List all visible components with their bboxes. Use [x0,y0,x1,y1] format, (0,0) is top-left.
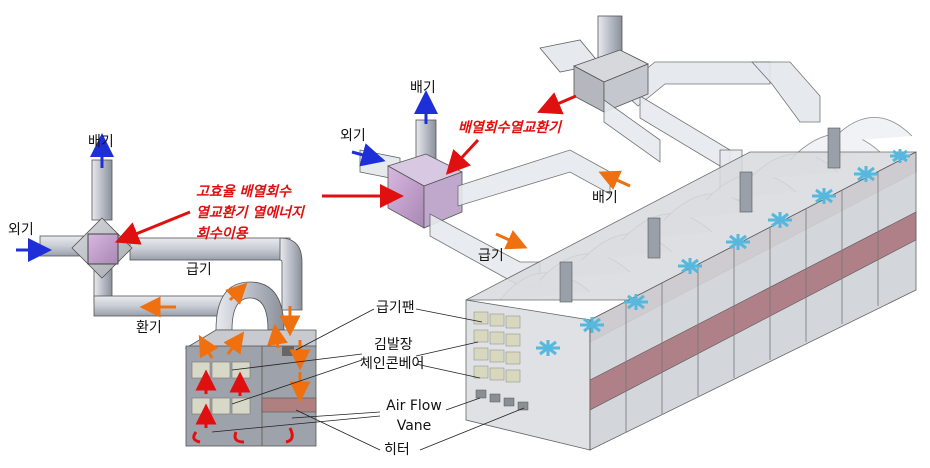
left-unit [16,133,317,447]
fan-icon [812,188,836,204]
dryer-lower-band [589,211,917,411]
callout-arrow-upper-hx [536,92,577,115]
left-chamber-arrow-3 [198,334,219,359]
fan-icon [678,258,702,274]
left-exhaust-label: 배기 [88,134,114,150]
left-arch-arrow [225,282,248,305]
left-supply-label: 급기 [186,262,212,278]
right-ducts [359,15,821,287]
left-chamber-red-5 [233,431,245,444]
left-dryer-chamber [185,345,317,447]
fan-icon [726,234,750,250]
fan-icon [536,340,560,356]
right-exhaust-side-label: 배기 [592,190,618,206]
dryer-section-lines [625,171,879,432]
left-heater-band [261,397,317,413]
right-exhaust-label: 배기 [410,80,436,96]
right-outside-air-label: 외기 [340,128,366,144]
duct-top-right-bend [751,61,821,123]
conveyor-label-line1: 김발장 [374,337,413,353]
left-chamber-red-4 [192,431,201,444]
right-exhaust-side-arrow [598,170,631,190]
left-outside-air-label: 외기 [8,222,34,238]
leader-lines [211,308,525,451]
duct-top-rear [619,61,771,107]
left-heat-exchanger-core [87,233,119,265]
right-dryer [465,117,917,451]
mid-hx-side [423,171,463,229]
mid-return-duct [457,149,611,207]
vent-stacks [559,127,841,303]
left-chamber-arrow-5 [267,323,288,349]
fan-icon [580,317,604,333]
upper-lower-duct [603,99,661,163]
left-exhaust-duct [91,159,113,221]
vane-label-line2: Vane [396,418,432,434]
callout-left-hx-line2: 열교환기 열에너지 [196,205,304,221]
left-return-air-label: 환기 [136,320,162,336]
callout-arrow-right-hx [445,138,480,175]
heater-label: 히터 [384,442,410,458]
left-chamber-red-6 [285,427,294,444]
callout-arrow-left-hx [114,210,191,245]
left-supply-fan [282,346,294,356]
fan-icon [768,212,792,228]
callout-left-hx-line1: 고효율 배열회수 [196,184,292,200]
fan-icon [890,149,910,163]
right-supply-arrow [495,230,528,250]
vane-label-line1: Air Flow [386,398,442,414]
supply-fan-label: 급기팬 [376,300,415,316]
left-recirc-arch [215,281,285,331]
left-chamber-arrow-4 [223,331,245,355]
dryer-trays [473,311,521,383]
fan-icon [854,166,878,182]
fan-icon [624,294,648,310]
conveyor-label-line2: 체인콘베어 [360,356,425,372]
left-supply-bend [279,237,303,311]
dryer-vanes [475,389,529,411]
duct-back-run [639,95,731,173]
right-outside-arrow [351,143,386,167]
right-supply-label: 급기 [478,248,504,264]
callout-left-hx-line3: 회수이용 [196,226,248,242]
fan-row [536,149,910,356]
callout-right-hx: 배열회수열교환기 [458,120,562,136]
